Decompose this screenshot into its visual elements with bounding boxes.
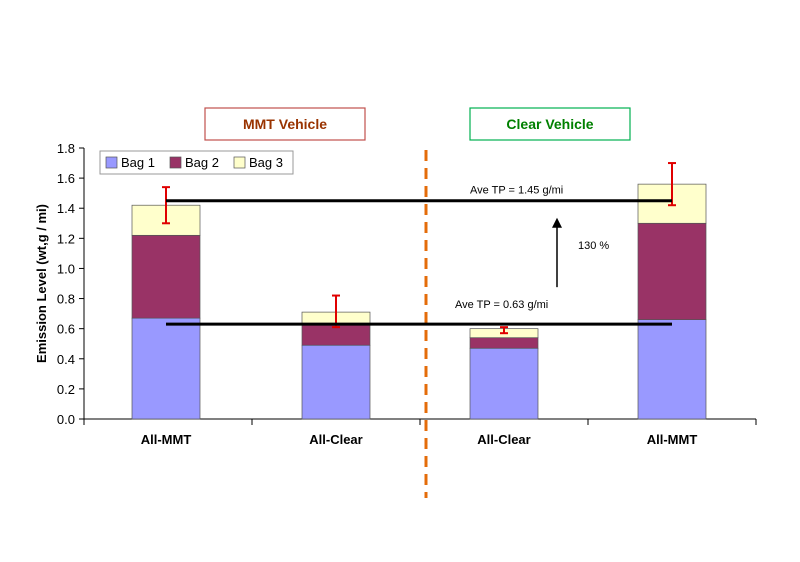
increase-label: 130 % — [578, 240, 609, 252]
bar-bag-1 — [469, 347, 539, 420]
x-tick-label: All-MMT — [141, 432, 192, 447]
y-tick-label: 0.4 — [57, 352, 75, 367]
y-tick-label: 0.8 — [57, 292, 75, 307]
y-tick-label: 1.4 — [57, 201, 75, 216]
bar-bag-1 — [131, 317, 201, 420]
bar-bag-2 — [637, 222, 707, 320]
legend-label: Bag 3 — [249, 155, 283, 170]
y-tick-label: 1.6 — [57, 171, 75, 186]
bar-bag-1 — [637, 319, 707, 420]
y-tick-label: 0.6 — [57, 322, 75, 337]
group-title: MMT Vehicle — [243, 116, 327, 132]
x-tick-label: All-MMT — [647, 432, 698, 447]
y-tick-label: 0.2 — [57, 382, 75, 397]
reference-label: Ave TP = 1.45 g/mi — [470, 185, 563, 197]
bar-bag-2 — [131, 234, 201, 319]
bar-bag-1 — [301, 344, 371, 420]
x-tick-label: All-Clear — [477, 432, 530, 447]
legend-label: Bag 2 — [185, 155, 219, 170]
y-tick-label: 0.0 — [57, 412, 75, 427]
legend-label: Bag 1 — [121, 155, 155, 170]
y-tick-label: 1.2 — [57, 231, 75, 246]
y-axis-label: Emission Level (wt,g / mi) — [34, 204, 49, 363]
legend-swatch — [105, 156, 118, 169]
group-title-box — [469, 107, 631, 141]
group-title: Clear Vehicle — [506, 116, 593, 132]
bar-bag-2 — [469, 337, 539, 349]
group-title-box — [204, 107, 366, 141]
increase-arrow-head — [552, 217, 562, 228]
y-tick-label: 1.8 — [57, 141, 75, 156]
reference-label: Ave TP = 0.63 g/mi — [455, 299, 548, 311]
x-tick-label: All-Clear — [309, 432, 362, 447]
legend-swatch — [233, 156, 246, 169]
y-tick-label: 1.0 — [57, 261, 75, 276]
legend-swatch — [169, 156, 182, 169]
